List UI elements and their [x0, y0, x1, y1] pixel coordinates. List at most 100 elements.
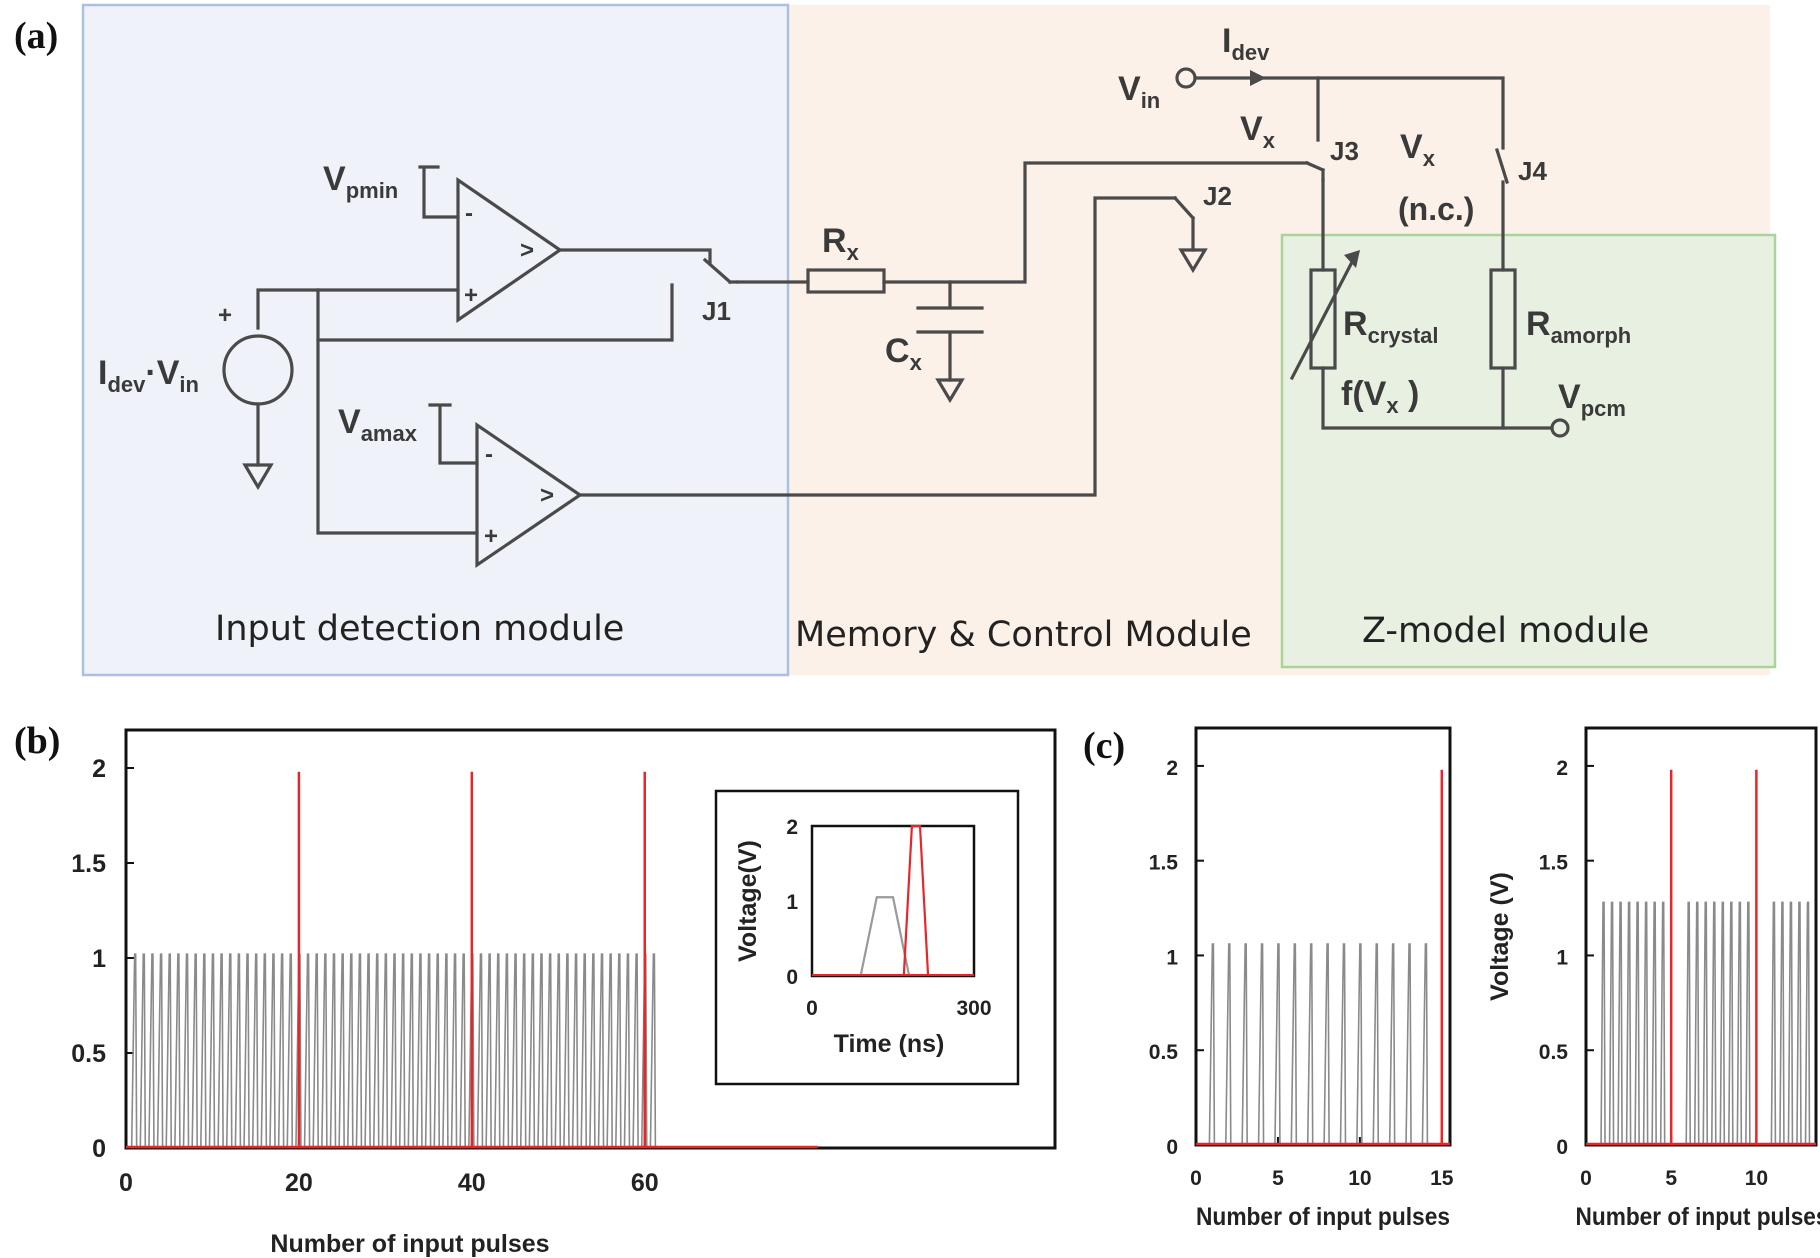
input-pulse — [519, 953, 527, 1149]
y-tick-label: 1 — [1556, 946, 1568, 969]
input-pulse — [165, 953, 173, 1149]
input-pulse — [537, 953, 544, 1149]
input-pulse — [130, 953, 138, 1149]
input-pulse — [372, 953, 380, 1149]
plot-frame — [1194, 726, 1452, 1147]
input-pulse — [1685, 901, 1692, 1146]
input-pulse — [1642, 901, 1649, 1146]
memory-module-label: Memory & Control Module — [795, 615, 1252, 655]
input-pulse — [355, 953, 363, 1149]
x-tick-label: 0 — [1190, 1167, 1202, 1190]
input-pulse — [1608, 901, 1615, 1146]
input-pulse — [424, 953, 432, 1149]
input-pulse — [580, 953, 588, 1149]
vx-label-j3: Vx — [1240, 110, 1276, 153]
input-pulse — [1745, 901, 1751, 1146]
cx-label: Cx — [885, 332, 923, 375]
input-pulse — [623, 953, 631, 1149]
input-pulse — [1651, 901, 1657, 1146]
input-pulse — [200, 953, 207, 1149]
nc-label: (n.c.) — [1398, 191, 1474, 227]
input-pulse — [148, 953, 155, 1149]
ground-j2 — [1178, 248, 1208, 274]
input-pulse — [502, 953, 510, 1149]
input-pulse — [390, 953, 397, 1149]
y-axis-label: Voltage (V) — [1486, 872, 1514, 1001]
inset-x-tick-label: 0 — [806, 997, 818, 1020]
input-pulse — [485, 953, 492, 1149]
y-tick-label: 1.5 — [1149, 852, 1179, 875]
input-pulse — [459, 953, 466, 1149]
input-pulse — [1625, 901, 1632, 1146]
y-tick-label: 0 — [92, 1135, 106, 1163]
x-tick-label: 10 — [1745, 1167, 1768, 1190]
panel-label-c: (c) — [1083, 725, 1125, 767]
input-pulse — [1804, 901, 1811, 1146]
input-module-label: Input detection module — [215, 609, 624, 649]
input-pulse — [589, 953, 596, 1149]
j4-label: J4 — [1518, 156, 1547, 186]
panel-label-b: (b) — [14, 720, 60, 762]
j2-label: J2 — [1203, 181, 1232, 211]
vamax-label: Vamax — [338, 403, 418, 446]
input-pulse — [1356, 943, 1363, 1146]
input-pulse — [174, 953, 181, 1149]
input-pulse — [606, 953, 613, 1149]
source-label: Idev·Vin — [98, 354, 199, 397]
idev-label: Idev — [1222, 22, 1270, 65]
input-pulse — [1617, 901, 1623, 1146]
ramorph-label: Ramorph — [1526, 305, 1631, 348]
input-pulse — [225, 953, 233, 1149]
opamp-lower — [475, 421, 583, 569]
circuit-wiring — [222, 67, 1570, 569]
y-tick-label: 0.5 — [1539, 1041, 1569, 1064]
input-pulse — [1241, 943, 1248, 1146]
ground-source — [242, 463, 274, 491]
input-pulse — [269, 953, 276, 1149]
x-tick-label: 0 — [1580, 1167, 1592, 1190]
x-axis-label: Number of input pulses — [1196, 1203, 1450, 1231]
x-tick-label: 5 — [1665, 1167, 1677, 1190]
input-pulse — [545, 953, 553, 1149]
inset-x-axis-label: Time (ns) — [834, 1030, 945, 1058]
input-pulse — [1224, 943, 1232, 1146]
input-pulse — [1306, 943, 1314, 1146]
vpcm-label: Vpcm — [1558, 378, 1626, 421]
input-pulse — [217, 953, 224, 1149]
vpmin-label: Vpmin — [323, 160, 398, 203]
input-pulse — [286, 953, 294, 1149]
input-pulse — [1736, 901, 1743, 1146]
input-pulse — [1274, 943, 1281, 1146]
rcrystal-label: Rcrystal — [1343, 305, 1439, 348]
input-pulse — [1634, 901, 1640, 1146]
input-pulse — [554, 953, 562, 1149]
input-pulse — [277, 953, 285, 1149]
input-pulse — [493, 953, 501, 1149]
input-pulse — [234, 953, 242, 1149]
y-tick-label: 1.5 — [1539, 852, 1569, 875]
opamp-lower-plus: + — [484, 523, 498, 550]
input-pulse — [1796, 901, 1802, 1146]
input-pulse — [1208, 943, 1216, 1146]
inset-pulse-line — [859, 896, 911, 977]
input-pulse — [1257, 943, 1265, 1146]
input-pulse — [649, 953, 657, 1149]
input-pulse — [364, 953, 371, 1149]
input-pulse — [450, 953, 458, 1149]
input-pulse — [398, 953, 406, 1149]
opamp-lower-minus: - — [485, 441, 493, 468]
input-pulse — [632, 953, 639, 1149]
input-pulse — [1779, 901, 1785, 1146]
x-tick-label: 15 — [1430, 1167, 1454, 1190]
input-pulse — [156, 953, 164, 1149]
opamp-upper — [456, 176, 563, 324]
ground-cx — [935, 378, 965, 404]
idev-arrow — [1250, 70, 1266, 86]
rx-label: Rx — [822, 222, 860, 265]
y-tick-label: 1.5 — [71, 850, 106, 878]
y-tick-label: 2 — [1166, 757, 1178, 780]
